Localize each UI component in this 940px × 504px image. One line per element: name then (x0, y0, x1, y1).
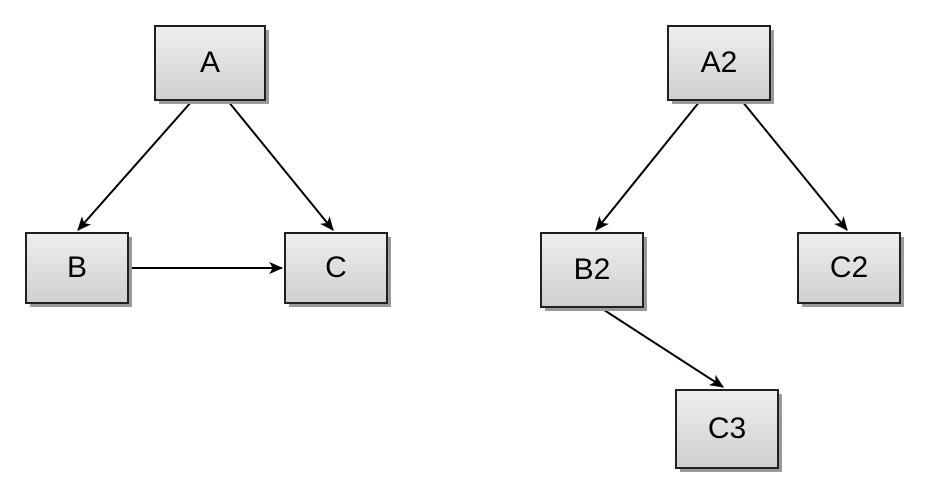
node-box-c2[interactable] (797, 232, 901, 304)
node-label-a2: A2 (701, 46, 738, 79)
node-label-a: A (200, 46, 220, 79)
node-label-b2: B2 (574, 253, 611, 286)
edge-a2-to-b2[interactable] (595, 100, 701, 231)
edge-a-to-b[interactable] (77, 100, 193, 231)
node-label-c2: C2 (830, 251, 868, 284)
edge-a2-to-c2[interactable] (741, 100, 848, 231)
edge-a-to-c[interactable] (227, 100, 334, 231)
node-c[interactable]: C (284, 232, 391, 307)
node-label-c: C (325, 251, 347, 284)
left-graph-nodes: A B C (25, 25, 391, 307)
node-b2[interactable]: B2 (540, 232, 647, 311)
node-box-c3[interactable] (675, 389, 779, 469)
right-graph-edges (595, 100, 848, 388)
node-c3[interactable]: C3 (675, 389, 782, 472)
node-box-b[interactable] (25, 232, 129, 304)
left-graph-edges (77, 100, 334, 275)
edge-layer (77, 100, 848, 388)
node-box-a2[interactable] (667, 25, 771, 101)
node-label-b: B (67, 251, 87, 284)
node-a[interactable]: A (154, 25, 269, 104)
node-c2[interactable]: C2 (797, 232, 904, 307)
node-box-b2[interactable] (540, 232, 644, 308)
edge-b2-to-c3[interactable] (600, 307, 724, 388)
node-b[interactable]: B (25, 232, 132, 307)
node-box-a[interactable] (154, 25, 266, 101)
node-box-c[interactable] (284, 232, 388, 304)
node-label-c3: C3 (708, 412, 746, 445)
node-a2[interactable]: A2 (667, 25, 774, 104)
